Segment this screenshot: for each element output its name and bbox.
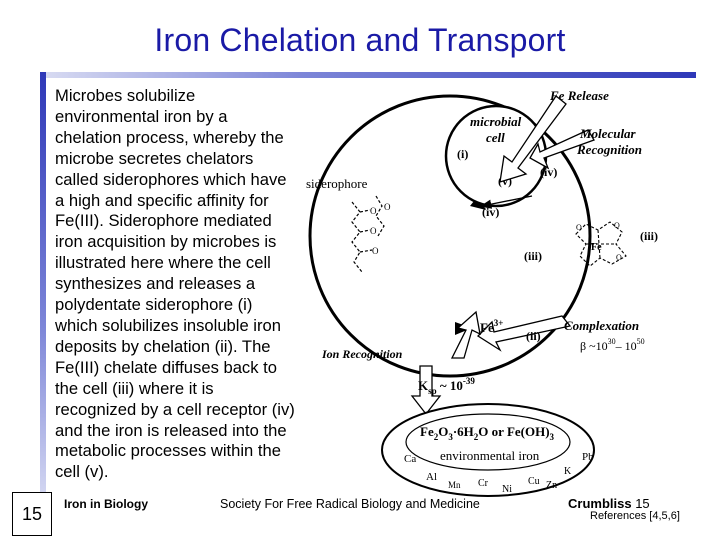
chelate-o2: O <box>614 221 620 230</box>
element-mn: Mn <box>448 480 461 490</box>
element-k: K <box>564 466 572 477</box>
siderophore-molecule <box>351 195 385 273</box>
body-paragraph: Microbes solubilize environmental iron b… <box>55 86 295 482</box>
slide-number: 15 <box>21 503 43 524</box>
title-underline <box>40 72 696 78</box>
element-al: Al <box>426 471 437 483</box>
siderophore-label: siderophore <box>306 176 368 191</box>
fe3-label: Fe3+ <box>480 318 503 335</box>
environmental-iron-label: environmental iron <box>440 448 540 463</box>
iv-pointer-arrow <box>479 195 533 209</box>
molecular-label-1: Molecular <box>579 126 637 141</box>
complexation-label: Complexation <box>564 318 639 333</box>
step-ii-label: (ii) <box>526 329 541 343</box>
slide-title: Iron Chelation and Transport <box>154 22 566 58</box>
chelate-o1: O <box>576 223 582 232</box>
step-iii-label: (iii) <box>524 249 542 263</box>
element-cu: Cu <box>528 476 540 487</box>
environment-inner-oval <box>405 413 571 471</box>
deposit-formula: Fe2O3·6H2O or Fe(OH)3 <box>420 424 555 442</box>
ion-recognition-arrow <box>450 310 481 359</box>
fe-release-label: Fe Release <box>549 88 609 103</box>
iron-chelate-complex <box>575 221 627 267</box>
footer-references: References [4,5,6] <box>590 510 680 522</box>
element-zn: Zn <box>546 480 557 491</box>
transport-cycle-circle <box>308 94 592 378</box>
microbial-label-1: microbial <box>470 114 522 129</box>
step-iv-top-label: (iv) <box>540 165 557 179</box>
footer-author: Crumbliss 15 <box>568 496 650 511</box>
step-iii-right-label: (iii) <box>640 229 658 243</box>
slide-number-box: 15 <box>12 492 52 536</box>
left-vertical-rule <box>40 72 46 536</box>
molecular-label-2: Recognition <box>576 142 642 157</box>
ion-recognition-label: Ion Recognition <box>321 347 403 361</box>
siderophore-o2: O <box>370 226 377 236</box>
complexation-arrow <box>476 315 572 352</box>
ksp-label: Ksp ~ 10-39 <box>418 376 475 396</box>
step-i-label: (i) <box>457 147 468 161</box>
element-ni: Ni <box>502 484 512 495</box>
footer-society: Society For Free Radical Biology and Med… <box>220 497 480 511</box>
ksp-arrow <box>410 365 442 416</box>
siderophore-cycle-diagram: microbial cell (i) (v) Fe Release Molecu… <box>306 88 658 497</box>
microbial-label-2: cell <box>486 130 505 145</box>
chelate-fe-center: Fe <box>591 242 602 253</box>
element-pb: Pb <box>582 451 594 463</box>
step-iv-mid-label: (iv) <box>482 205 499 219</box>
element-cr: Cr <box>478 478 489 489</box>
fe-release-arrow <box>499 95 567 183</box>
siderophore-o1: O <box>370 206 377 216</box>
chelate-o3: O <box>616 253 622 262</box>
siderophore-o3: O <box>372 246 379 256</box>
siderophore-o4: O <box>384 202 391 212</box>
molecular-recognition-arrow <box>529 129 595 170</box>
element-ca: Ca <box>404 453 416 465</box>
beta-constant-label: β ~1030– 1050 <box>580 337 645 353</box>
footer-topic: Iron in Biology <box>64 497 148 511</box>
